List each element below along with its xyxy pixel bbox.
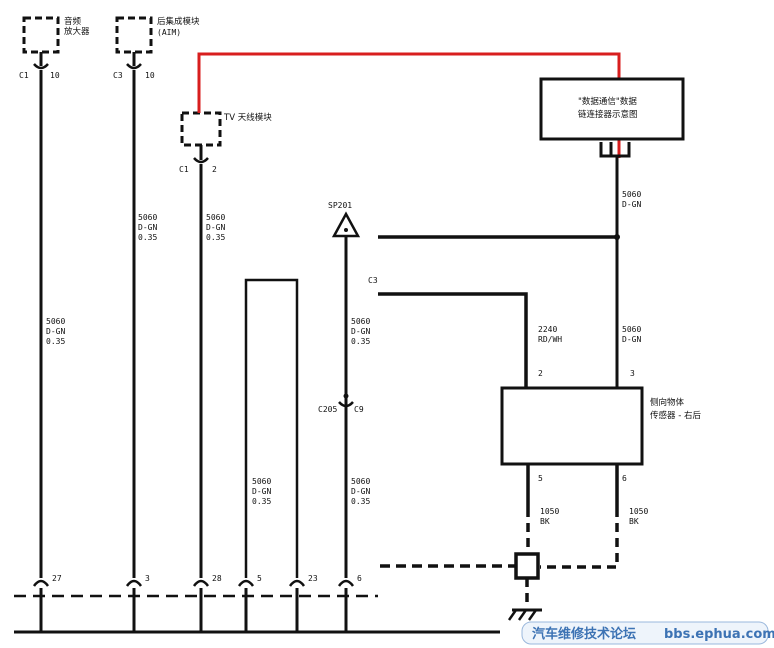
sensor-ground-wire-right-dashed [540,508,619,569]
ground-symbol-tick [527,609,538,621]
ground-symbol-tick [517,609,528,621]
bottom-pin-symbol [337,579,355,587]
w3-color: D-GN [206,223,225,232]
sensor-pin-3: 3 [630,369,635,378]
w5-color: D-GN [351,327,370,336]
splice-sp201-triangle [331,211,361,238]
connector-symbol [33,63,49,70]
audio-amplifier-box [22,16,60,54]
w2-circuit: 5060 [138,213,157,222]
w6-color: D-GN [351,487,370,496]
c3-wire-color: RD/WH [538,335,562,344]
side-object-sensor-box [500,386,644,466]
sensor-in-circuit: 5060 [622,325,641,334]
dlc-connector-symbol [599,142,631,158]
tv-pin: 2 [212,165,217,174]
aim-module-box [115,16,153,54]
watermark-text-cn: 汽车维修技术论坛 [532,626,636,642]
sensor-label-2: 传感器 - 右后 [650,410,701,421]
inline-connector-symbol [338,401,354,408]
watermark-bg [521,621,769,645]
audio-amp-label-2: 放大器 [64,26,90,37]
inline-conn-right: C9 [354,405,364,414]
w5-circuit: 5060 [351,317,370,326]
sensor-in-color: D-GN [622,335,641,344]
w1-color: D-GN [46,327,65,336]
w2-gauge: 0.35 [138,233,157,242]
sensor-pin-2: 2 [538,369,543,378]
bottom-connector-row [32,579,355,587]
bottom-pin-label: 28 [212,574,222,583]
aim-pin: 10 [145,71,155,80]
sensor-pin-5: 5 [538,474,543,483]
w4-circuit: 5060 [252,477,271,486]
bottom-pin-label: 3 [145,574,150,583]
inline-conn-left: C205 [318,405,337,414]
w3-gauge: 0.35 [206,233,225,242]
splice-dot [614,234,620,240]
watermark-text-url: bbs.ephua.com [664,627,774,642]
c3-wire-circuit: 2240 [538,325,557,334]
sensor-label-1: 侧向物体 [650,397,685,408]
data-link-connector-box [539,77,685,141]
bottom-pin-label: 27 [52,574,62,583]
audio-amp-pin: 10 [50,71,60,80]
wire-loop [244,278,299,578]
dlc-label-1: "数据通信"数据 [578,96,637,107]
audio-amp-label-1: 音频 [64,16,82,27]
bottom-pin-label: 5 [257,574,262,583]
ground-symbol-tick [507,609,518,621]
bottom-pin-symbol [288,579,306,587]
tv-conn: C1 [179,165,189,174]
gnd-left-color: BK [540,517,550,526]
c3-wire [378,292,528,388]
aim-label-2: (AIM) [157,28,181,37]
w1-gauge: 0.35 [46,337,65,346]
bottom-pin-symbol [32,579,50,587]
w6-circuit: 5060 [351,477,370,486]
tv-module-label: TV 天线模块 [223,112,272,123]
splice-sp201-dot [344,228,348,232]
audio-amp-conn: C1 [19,71,29,80]
bottom-pin-symbol [125,579,143,587]
tv-antenna-module-box [180,111,222,147]
w1-circuit: 5060 [46,317,65,326]
bottom-pin-symbol [237,579,255,587]
w4-color: D-GN [252,487,271,496]
dlc-wire-color: D-GN [622,200,641,209]
bottom-pin-label: 6 [357,574,362,583]
bottom-pin-label: 23 [308,574,318,583]
gnd-left-circuit: 1050 [540,507,559,516]
dlc-label-2: 链连接器示意图 [578,109,638,120]
c3-label: C3 [368,276,378,285]
w6-gauge: 0.35 [351,497,370,506]
w2-color: D-GN [138,223,157,232]
dlc-wire-circuit: 5060 [622,190,641,199]
w3-circuit: 5060 [206,213,225,222]
inline-connector-dot [343,393,349,399]
watermark: 汽车维修技术论坛 bbs.ephua.com [521,621,774,645]
w5-gauge: 0.35 [351,337,370,346]
w4-gauge: 0.35 [252,497,271,506]
connector-symbol [193,157,209,164]
ground-splice-box [514,552,540,580]
aim-label-1: 后集成模块 [157,16,200,27]
splice-label: SP201 [328,201,352,210]
sensor-pin-6: 6 [622,474,627,483]
can-wire-red [197,52,621,113]
aim-conn: C3 [113,71,123,80]
gnd-right-color: BK [629,517,639,526]
gnd-right-circuit: 1050 [629,507,648,516]
bottom-pin-symbol [192,579,210,587]
connector-symbol [126,63,142,70]
